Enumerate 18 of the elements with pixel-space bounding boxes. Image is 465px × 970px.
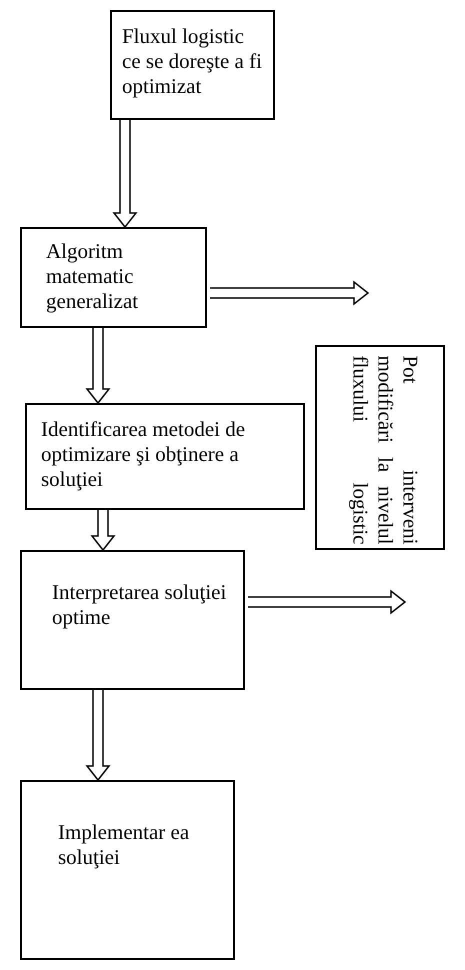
arrow xyxy=(85,327,111,404)
arrow xyxy=(90,509,116,552)
process-box xyxy=(20,550,245,690)
arrow xyxy=(112,119,138,228)
arrow xyxy=(247,589,406,615)
arrow xyxy=(209,280,370,306)
note-box xyxy=(315,345,445,550)
box-text: Implementar ea soluţiei xyxy=(58,820,190,870)
process-box xyxy=(25,403,305,510)
arrow xyxy=(85,689,111,782)
box-text: Interpretarea soluţiei optime xyxy=(52,580,228,630)
process-box xyxy=(20,227,207,328)
process-box xyxy=(20,780,235,960)
box-text: Algoritm matematic generalizat xyxy=(46,239,140,315)
box-text: Identificarea metodei de optimizare şi obţinere a soluţiei xyxy=(41,417,246,493)
process-box xyxy=(110,10,275,120)
box-text: Pot interveni modificări la nivelul fluxului logistic xyxy=(346,355,422,544)
box-text: Fluxul logistic ce se doreşte a fi optimizat xyxy=(122,24,263,100)
